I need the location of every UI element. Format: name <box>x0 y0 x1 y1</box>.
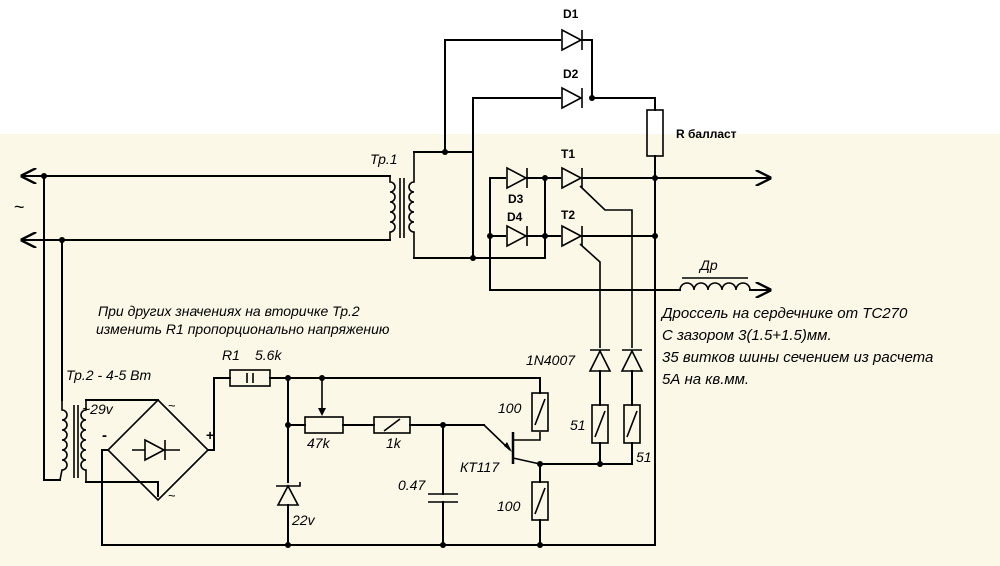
label-tr2: Тр.2 - 4-5 Вт <box>66 367 151 383</box>
resistor-51-right <box>623 404 641 465</box>
label-r-ballast: R балласт <box>676 127 737 141</box>
resistor-51-left <box>591 404 609 465</box>
label-tr1: Тр.1 <box>370 151 398 167</box>
resistor-1k <box>373 416 485 434</box>
label-ac: ~ <box>14 197 25 217</box>
label-r1: R1 <box>222 347 240 363</box>
label-dr: Др <box>698 257 718 273</box>
choke-note-3: 35 витков шины сечением из расчета <box>662 349 933 366</box>
bridge-ac-top: ~ <box>168 398 176 413</box>
transformer-tr2 <box>59 400 87 482</box>
label-d3: D3 <box>508 192 524 206</box>
resistor-100-bottom <box>531 463 549 546</box>
label-29v: ~29v <box>82 401 114 417</box>
label-51-left: 51 <box>570 417 586 433</box>
bridge-ac-bottom: ~ <box>168 488 176 503</box>
label-100-top: 100 <box>498 400 522 416</box>
label-1k: 1k <box>386 435 402 451</box>
zener-diode <box>276 377 301 546</box>
choke-dr <box>679 277 770 290</box>
bridge-minus: - <box>102 427 107 444</box>
capacitor-047 <box>428 424 458 546</box>
resistor-100-top <box>531 392 549 432</box>
choke-note-1: Дроссель на сердечнике от ТС270 <box>660 305 908 322</box>
background-lower <box>0 134 1000 566</box>
transistor-kt117 <box>483 424 541 465</box>
label-51-right: 51 <box>636 449 652 465</box>
label-zener: 22v <box>291 512 316 528</box>
label-d4: D4 <box>507 210 523 224</box>
diode-d2 <box>472 39 656 259</box>
tr2-note-1: При других значениях на вторичке Тр.2 <box>98 303 360 319</box>
diode-1n4007-right <box>620 349 644 406</box>
label-t1: T1 <box>561 147 575 161</box>
label-d2: D2 <box>563 67 579 81</box>
diode-bridge <box>106 398 210 502</box>
tr2-note-2: изменить R1 пропорционально напряжению <box>96 321 390 337</box>
diode-1n4007-left <box>588 349 612 406</box>
diode-d1 <box>444 28 593 151</box>
label-d1: D1 <box>563 7 579 21</box>
resistor-ballast <box>646 109 664 179</box>
label-cap: 0.47 <box>398 477 426 493</box>
label-47k: 47k <box>307 435 331 451</box>
choke-note-4: 5А на кв.мм. <box>662 371 749 388</box>
bridge-plus: + <box>206 427 214 443</box>
choke-note-2: С зазором 3(1.5+1.5)мм. <box>662 327 832 344</box>
thyristor-t1 <box>561 166 770 348</box>
label-kt117: КТ117 <box>460 459 500 475</box>
potentiometer-47k <box>287 378 375 434</box>
label-100-bottom: 100 <box>497 498 521 514</box>
label-1n4007: 1N4007 <box>526 352 576 368</box>
label-t2: T2 <box>561 208 575 222</box>
label-r1-value: 5.6k <box>255 347 282 363</box>
resistor-r1 <box>229 369 541 394</box>
thyristor-t2 <box>561 224 656 348</box>
